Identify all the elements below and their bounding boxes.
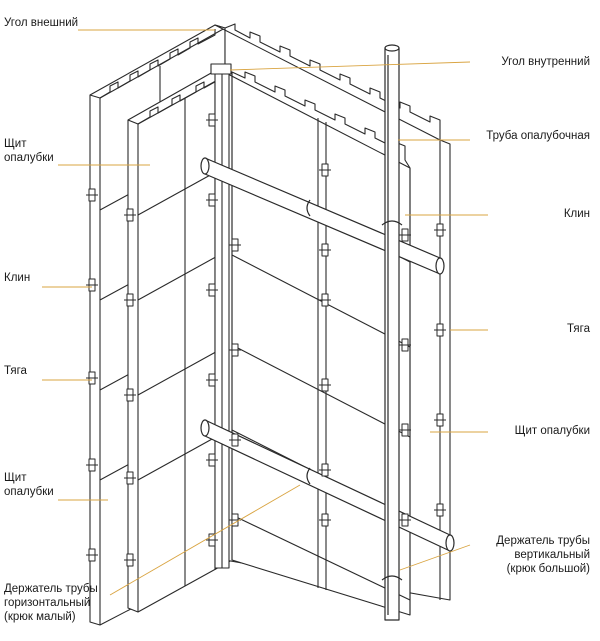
- clamp-12: [206, 283, 218, 297]
- clamp-9: [124, 553, 136, 567]
- formwork-structure: [86, 23, 455, 626]
- clamp-23: [319, 378, 331, 392]
- clamp-29: [399, 513, 411, 527]
- clamp-5: [124, 208, 136, 222]
- clamp-32: [434, 413, 446, 427]
- clamp-3: [86, 458, 98, 472]
- vertical-pipe: [381, 44, 403, 621]
- label-formwork-pipe: Труба опалубочная: [486, 130, 590, 142]
- clamp-0: [86, 188, 98, 202]
- clamp-6: [124, 293, 136, 307]
- label-pipe-holder-vertical: Держатель трубы вертикальный (крюк больш…: [496, 535, 590, 575]
- label-tie-right: Тяга: [567, 323, 590, 335]
- clamp-14: [206, 453, 218, 467]
- clamp-10: [206, 113, 218, 127]
- label-tie-left: Тяга: [4, 365, 27, 377]
- clamp-26: [399, 228, 411, 242]
- clamp-24: [319, 463, 331, 477]
- clamp-1: [86, 278, 98, 292]
- clamp-16: [229, 238, 241, 252]
- clamp-22: [319, 293, 331, 307]
- label-wedge-left: Клин: [4, 272, 31, 284]
- clamp-28: [399, 423, 411, 437]
- label-wedge-right: Клин: [563, 208, 590, 220]
- clamp-7: [124, 388, 136, 402]
- clamp-13: [206, 373, 218, 387]
- clamp-31: [434, 323, 446, 337]
- clamp-4: [86, 548, 98, 562]
- clamp-11: [206, 193, 218, 207]
- clamp-21: [319, 243, 331, 257]
- clamp-17: [229, 343, 241, 357]
- leader-lines: [42, 29, 488, 596]
- clamp-33: [434, 503, 446, 517]
- clamp-2: [86, 371, 98, 385]
- label-pipe-holder-horizontal: Держатель трубы горизонтальный (крюк мал…: [4, 583, 98, 623]
- label-corner-outer: Угол внешний: [4, 17, 79, 29]
- clamp-25: [319, 513, 331, 527]
- label-formwork-panel-left-upper: Щит опалубки: [4, 138, 54, 164]
- label-formwork-panel-left-lower: Щит опалубки: [4, 472, 54, 498]
- label-corner-inner: Угол внутренний: [501, 56, 590, 68]
- clamp-15: [206, 533, 218, 547]
- clamp-18: [229, 433, 241, 447]
- clamps: [86, 113, 446, 567]
- clamp-30: [434, 223, 446, 237]
- clamp-27: [399, 338, 411, 352]
- clamp-8: [124, 471, 136, 485]
- label-formwork-panel-right: Щит опалубки: [514, 425, 590, 437]
- clamp-20: [319, 163, 331, 177]
